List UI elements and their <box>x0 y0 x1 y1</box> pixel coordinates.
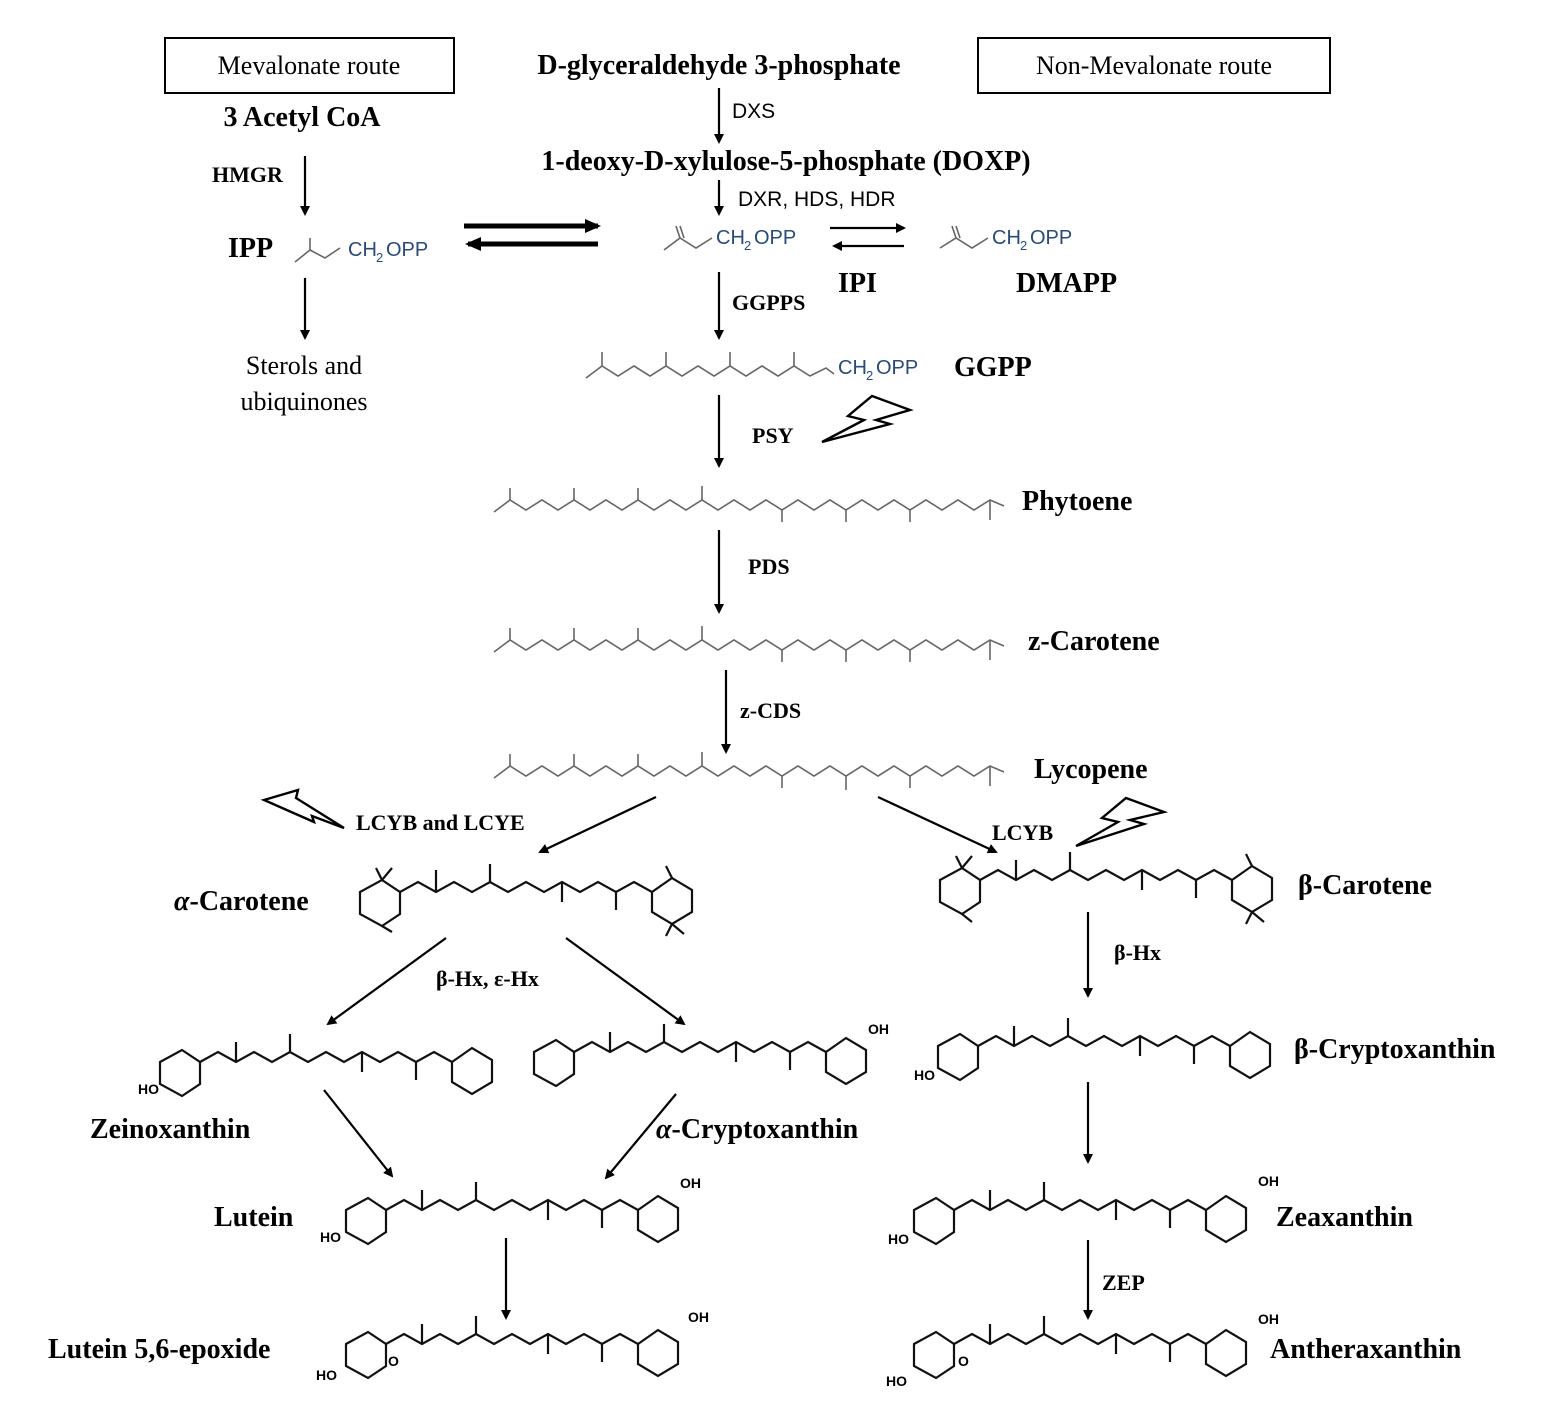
svg-text:O: O <box>388 1353 399 1369</box>
lightning-icon-psy <box>821 394 914 444</box>
lightning-icon-lcyb-lcye <box>260 788 345 830</box>
ipp-label: IPP <box>228 233 273 264</box>
enzyme-lcyb: LCYB <box>992 820 1053 845</box>
ggpp-label: GGPP <box>954 352 1032 383</box>
enzyme-dxs: DXS <box>732 100 775 123</box>
lycopene-structure <box>493 752 1005 790</box>
alpha-cryptoxanthin-structure: OH <box>532 1021 889 1088</box>
svg-text:OH: OH <box>688 1309 709 1325</box>
svg-text:OH: OH <box>680 1175 701 1191</box>
svg-text:HO: HO <box>138 1081 159 1097</box>
beta-carotene-structure <box>938 852 1274 925</box>
mevalonate-route-box: Mevalonate route <box>164 37 455 94</box>
svg-text:HO: HO <box>888 1231 909 1247</box>
antheraxanthin-label: Antheraxanthin <box>1270 1334 1462 1365</box>
svg-text:CH: CH <box>348 239 377 261</box>
phytoene-structure <box>493 486 1005 522</box>
z-carotene-structure <box>493 626 1005 662</box>
dmapp-structure: CH 2 OPP <box>939 225 1072 253</box>
acetyl-coa-label: 3 Acetyl CoA <box>223 102 381 133</box>
svg-text:2: 2 <box>866 368 873 383</box>
ipp-structure-left: CH 2 OPP <box>294 238 428 265</box>
svg-text:CH: CH <box>838 357 867 379</box>
svg-text:2: 2 <box>1020 238 1027 253</box>
arrow-to-zeinoxanthin <box>326 937 447 1026</box>
phytoene-label: Phytoene <box>1022 486 1132 517</box>
svg-text:O: O <box>958 1353 969 1369</box>
enzyme-psy: PSY <box>752 423 794 448</box>
zeinoxanthin-structure: HO <box>138 1034 494 1098</box>
svg-text:HO: HO <box>320 1229 341 1245</box>
enzyme-pds: PDS <box>748 554 790 579</box>
svg-text:HO: HO <box>316 1367 337 1383</box>
svg-text:OH: OH <box>1258 1311 1279 1327</box>
mevalonate-route-label: Mevalonate route <box>218 51 401 80</box>
arrow-to-beta-carotene <box>877 796 998 854</box>
beta-carotene-label: β-Carotene <box>1298 870 1432 901</box>
svg-text:OPP: OPP <box>754 227 796 249</box>
sterols-line2: ubiquinones <box>240 387 367 416</box>
alpha-carotene-label: α-Carotene <box>174 886 309 917</box>
svg-text:HO: HO <box>914 1067 935 1083</box>
lutein-epoxide-label: Lutein 5,6-epoxide <box>48 1334 270 1365</box>
svg-text:OH: OH <box>1258 1173 1279 1189</box>
zeaxanthin-label: Zeaxanthin <box>1276 1202 1413 1233</box>
enzyme-z-cds: z-CDS <box>740 698 801 723</box>
alpha-carotene-structure <box>358 864 694 937</box>
beta-cryptoxanthin-structure: HO <box>914 1018 1272 1083</box>
arrow-zeinoxanthin-to-lutein <box>323 1089 394 1178</box>
svg-text:CH: CH <box>992 227 1021 249</box>
ggpp-structure: CH 2 OPP <box>585 352 918 383</box>
sterols-line1: Sterols and <box>246 351 362 380</box>
doxp-label: 1-deoxy-D-xylulose-5-phosphate (DOXP) <box>541 146 1030 177</box>
enzyme-beta-eps-hx: β-Hx, ε-Hx <box>436 966 539 991</box>
lutein-structure: HO OH <box>320 1175 701 1246</box>
antheraxanthin-structure: HO O OH <box>886 1311 1279 1389</box>
ipp-structure-center: CH 2 OPP <box>663 225 796 253</box>
g3p-label: D-glyceraldehyde 3-phosphate <box>537 50 900 81</box>
svg-text:2: 2 <box>376 250 383 265</box>
svg-text:OPP: OPP <box>1030 227 1072 249</box>
z-carotene-label: z-Carotene <box>1028 626 1160 657</box>
enzyme-zep: ZEP <box>1102 1270 1145 1295</box>
arrow-to-alpha-carotene <box>538 796 657 854</box>
lycopene-label: Lycopene <box>1034 754 1148 785</box>
dmapp-label: DMAPP <box>1016 268 1117 299</box>
svg-text:OPP: OPP <box>386 239 428 261</box>
svg-text:CH: CH <box>716 227 745 249</box>
enzyme-beta-hx: β-Hx <box>1114 940 1161 965</box>
enzyme-ggpps: GGPPS <box>732 290 805 315</box>
arrow-alpha-cryptoxanthin-to-lutein <box>604 1093 677 1180</box>
svg-text:OH: OH <box>868 1021 889 1037</box>
svg-text:OPP: OPP <box>876 357 918 379</box>
svg-text:HO: HO <box>886 1373 907 1389</box>
non-mevalonate-route-box: Non-Mevalonate route <box>977 37 1331 94</box>
enzyme-lcyb-lcye: LCYB and LCYE <box>356 810 525 835</box>
lightning-icon-lcyb <box>1075 796 1169 848</box>
lutein-label: Lutein <box>214 1202 294 1233</box>
enzyme-hmgr: HMGR <box>212 162 284 187</box>
ipi-label: IPI <box>838 268 877 299</box>
alpha-cryptoxanthin-label: α-Cryptoxanthin <box>656 1114 859 1145</box>
beta-cryptoxanthin-label: β-Cryptoxanthin <box>1294 1034 1496 1065</box>
zeaxanthin-structure: HO OH <box>888 1173 1279 1247</box>
arrow-to-alpha-cryptoxanthin <box>565 937 686 1026</box>
svg-text:2: 2 <box>744 238 751 253</box>
zeinoxanthin-label: Zeinoxanthin <box>90 1114 251 1145</box>
non-mevalonate-route-label: Non-Mevalonate route <box>1036 51 1272 80</box>
enzyme-dxr-hds-hdr: DXR, HDS, HDR <box>738 188 896 211</box>
lutein-epoxide-structure: HO O OH <box>316 1309 709 1383</box>
